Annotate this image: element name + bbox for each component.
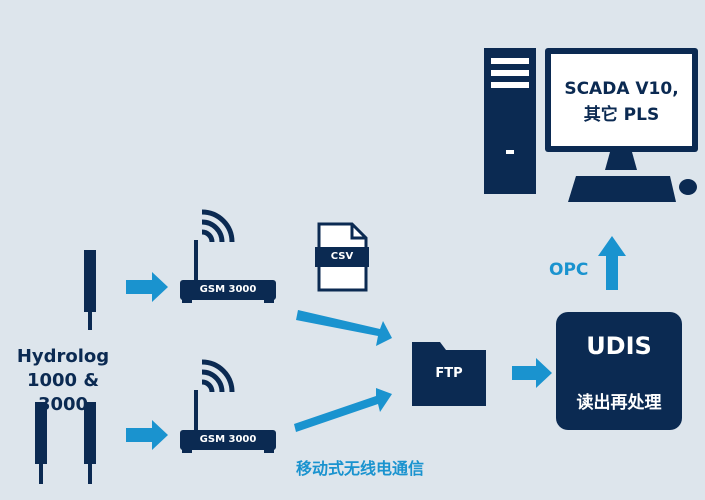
arrow-icon: [294, 388, 392, 432]
hydrolog-line1: Hydrolog: [16, 346, 110, 367]
computer-tower-icon: [484, 48, 536, 194]
hydrolog-label: Hydrolog 1000 & 3000: [2, 345, 124, 417]
ftp-label: FTP: [435, 366, 463, 381]
arrow-icon: [126, 420, 168, 450]
gsm-modem-icon: [180, 209, 276, 303]
csv-label: CSV: [330, 251, 354, 262]
arrow-icon: [296, 310, 392, 346]
mouse-icon: [679, 179, 697, 195]
sensor-probe-icon: [84, 402, 96, 484]
scada-label: SCADA V10, 其它 PLS: [553, 76, 690, 128]
arrow-icon: [598, 236, 626, 290]
csv-file-icon: [315, 222, 369, 292]
udis-subtitle: 读出再处理: [576, 393, 662, 413]
scada-line2: 其它 PLS: [583, 105, 660, 125]
gsm-top-label: GSM 3000: [199, 284, 257, 295]
gsm-bottom-label: GSM 3000: [199, 434, 257, 445]
arrow-icon: [512, 358, 552, 388]
monitor-icon: [545, 48, 698, 170]
udis-title: UDIS: [586, 332, 652, 360]
hydrolog-line2: 1000 & 3000: [26, 370, 100, 415]
ftp-folder-icon: [412, 342, 486, 406]
arrow-icon: [126, 272, 168, 302]
sensor-probe-icon: [84, 250, 96, 330]
keyboard-icon: [568, 176, 676, 202]
sensor-probe-icon: [35, 402, 47, 484]
scada-line1: SCADA V10,: [564, 79, 679, 99]
opc-label: OPC: [549, 260, 589, 280]
gsm-modem-icon: [180, 359, 276, 453]
udis-box: UDIS 读出再处理: [556, 312, 682, 430]
mobile-radio-label: 移动式无线电通信: [296, 459, 425, 478]
